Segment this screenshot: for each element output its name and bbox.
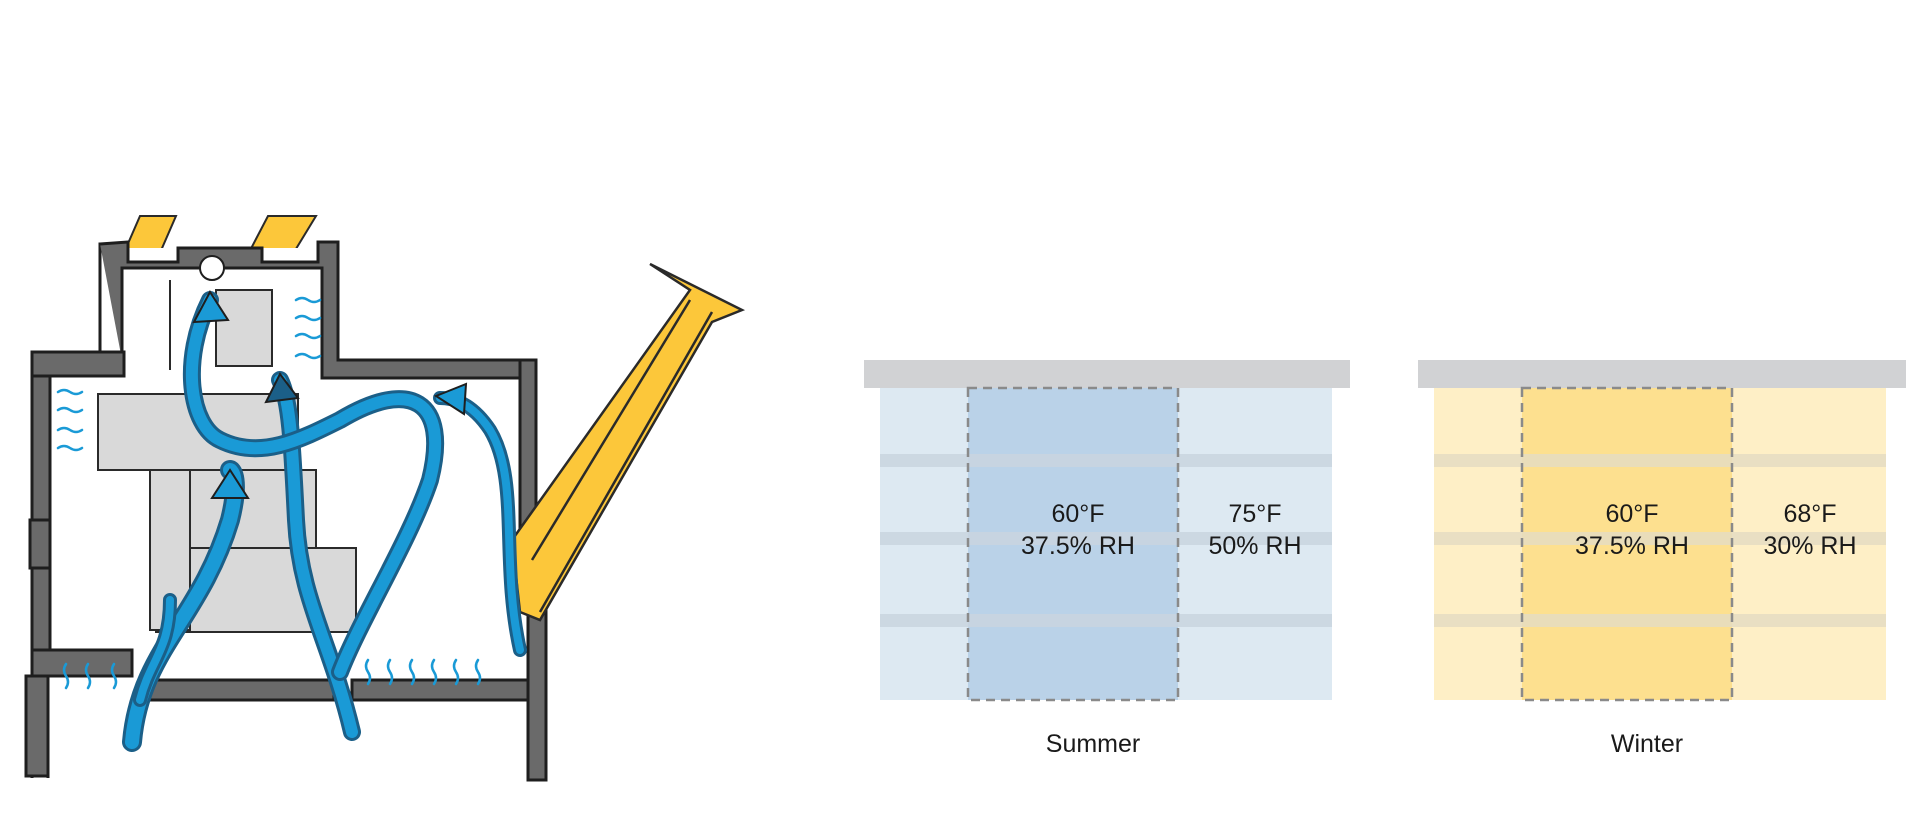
summer-core-rh: 37.5% RH <box>1021 532 1135 560</box>
summer-roof <box>864 360 1350 388</box>
building-section-icon <box>24 215 746 782</box>
winter-outer-temp: 68°F <box>1783 500 1836 528</box>
humidity-wave-icon <box>56 296 482 690</box>
airflow-arrowheads <box>192 290 468 499</box>
winter-core-boundary <box>1520 386 1734 702</box>
summer-core-boundary <box>966 386 1180 702</box>
summer-floor-slab <box>880 532 1332 545</box>
sunlight-beam-icon <box>510 262 746 622</box>
winter-roof <box>1418 360 1906 388</box>
winter-floor-slab <box>1434 454 1886 467</box>
winter-panel: 60°F 37.5% RH 68°F 30% RH Winter <box>1418 360 1906 758</box>
winter-core-temp: 60°F <box>1605 500 1658 528</box>
winter-caption: Winter <box>1611 730 1683 758</box>
summer-core-temp: 60°F <box>1051 500 1104 528</box>
summer-caption: Summer <box>1046 730 1140 758</box>
winter-outer-rh: 30% RH <box>1763 532 1856 560</box>
summer-outer-rh: 50% RH <box>1208 532 1301 560</box>
winter-floor-slab <box>1434 532 1886 545</box>
summer-panel: 60°F 37.5% RH 75°F 50% RH Summer <box>864 360 1350 758</box>
summer-floor-slab <box>880 614 1332 627</box>
winter-core-rh: 37.5% RH <box>1575 532 1689 560</box>
summer-outer-temp: 75°F <box>1228 500 1281 528</box>
summer-floor-slab <box>880 454 1332 467</box>
winter-floor-slab <box>1434 614 1886 627</box>
